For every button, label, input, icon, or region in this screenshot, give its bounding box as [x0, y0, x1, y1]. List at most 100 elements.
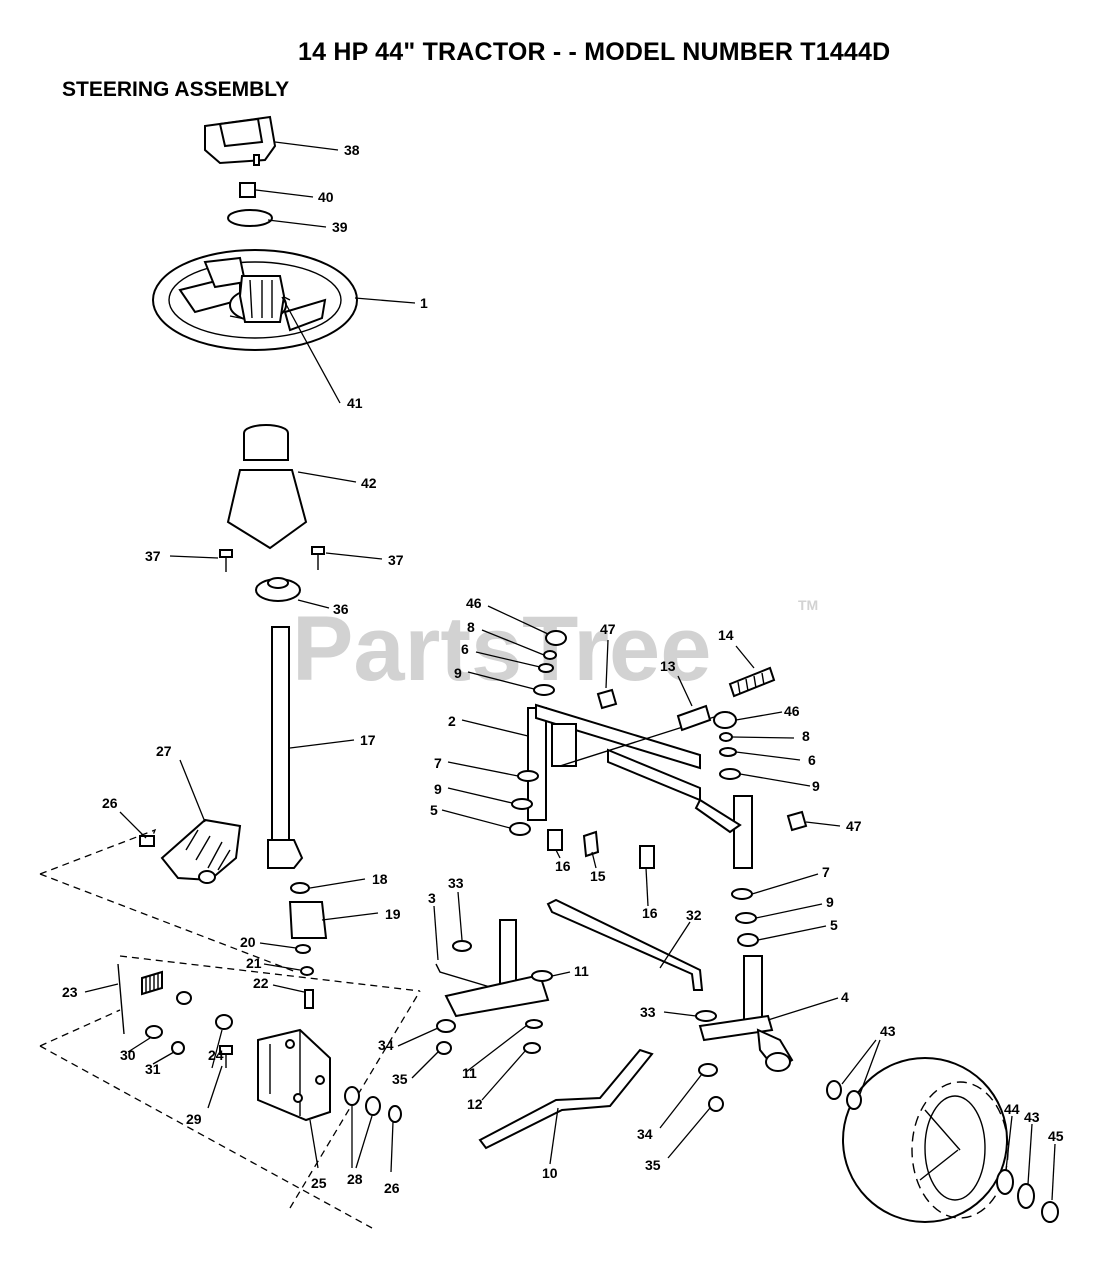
- bushing-5-left[interactable]: [509, 822, 531, 836]
- washer-9-left-top[interactable]: [533, 684, 555, 696]
- bushing-24[interactable]: [215, 1014, 233, 1030]
- nut-35-left[interactable]: [436, 1041, 452, 1055]
- steering-shaft-17[interactable]: [267, 626, 304, 869]
- column-cover-42[interactable]: [226, 424, 308, 550]
- flange-bushing-36[interactable]: [255, 577, 301, 602]
- tie-rod-13[interactable]: [559, 704, 731, 767]
- callout-label: 33: [448, 875, 464, 891]
- front-wheel[interactable]: [842, 1057, 1009, 1223]
- drag-link-32[interactable]: [546, 898, 704, 991]
- washer-43-a[interactable]: [826, 1080, 842, 1100]
- bolt-29[interactable]: [219, 1045, 233, 1068]
- callout-label: 33: [640, 1004, 656, 1020]
- washer-33-right[interactable]: [695, 1010, 717, 1022]
- callout-label: 32: [686, 907, 702, 923]
- callout-label: 8: [467, 619, 475, 635]
- horn-cap-38[interactable]: [204, 115, 277, 166]
- fitting-47-left[interactable]: [596, 688, 618, 710]
- callout-label: 47: [600, 621, 616, 637]
- callout-label: 16: [555, 858, 571, 874]
- washer-6-left[interactable]: [538, 663, 554, 673]
- callout-label: 29: [186, 1111, 202, 1127]
- washer-21[interactable]: [300, 966, 314, 976]
- washer-11-top[interactable]: [531, 970, 553, 982]
- callout-label: 35: [392, 1071, 408, 1087]
- pin-16-right[interactable]: [639, 845, 655, 869]
- washer-34-left[interactable]: [436, 1019, 456, 1033]
- bushing-5-right[interactable]: [737, 933, 759, 947]
- callout-label: 28: [347, 1171, 363, 1187]
- pivot-bracket-23[interactable]: [117, 963, 192, 1035]
- front-axle-2[interactable]: [527, 703, 753, 869]
- washer-7-left[interactable]: [517, 770, 539, 782]
- callout-label: 17: [360, 732, 376, 748]
- washer-44[interactable]: [996, 1169, 1014, 1195]
- nut-35-right[interactable]: [708, 1096, 724, 1112]
- washer-7-right[interactable]: [731, 888, 753, 900]
- callout-label: 38: [344, 142, 360, 158]
- cap-45[interactable]: [1041, 1201, 1059, 1223]
- washer-33-left[interactable]: [452, 940, 472, 952]
- nut-12[interactable]: [523, 1042, 541, 1054]
- clip-8-left[interactable]: [543, 650, 557, 660]
- washer-9-left-mid[interactable]: [511, 798, 533, 810]
- nut-40[interactable]: [239, 182, 256, 198]
- callout-label: 16: [642, 905, 658, 921]
- callout-label: 34: [378, 1037, 394, 1053]
- callout-labels: 38 40 39 1 41 42 37 37 36 17 27 26 18 19…: [62, 142, 1064, 1196]
- tie-rod-end-14[interactable]: [728, 666, 776, 698]
- washer-34-right[interactable]: [698, 1063, 718, 1077]
- cap-46-left[interactable]: [545, 630, 567, 646]
- callout-label: 9: [826, 894, 834, 910]
- washer-6-right[interactable]: [719, 747, 737, 757]
- callout-label: 23: [62, 984, 78, 1000]
- washer-39[interactable]: [227, 209, 273, 227]
- callout-label: 9: [434, 781, 442, 797]
- washer-28-a[interactable]: [344, 1086, 360, 1106]
- callout-label: 22: [253, 975, 269, 991]
- washer-43-c[interactable]: [1017, 1183, 1035, 1209]
- callout-label: 11: [574, 963, 589, 979]
- screw-37-right[interactable]: [311, 546, 325, 570]
- washer-30[interactable]: [145, 1025, 163, 1039]
- callout-label: 46: [466, 595, 482, 611]
- clip-8-right[interactable]: [719, 732, 733, 742]
- washer-9-right-top[interactable]: [719, 768, 741, 780]
- callout-label: 9: [812, 778, 820, 794]
- spindle-3[interactable]: [435, 919, 550, 1018]
- cap-46-right[interactable]: [713, 711, 737, 729]
- callout-label: 14: [718, 627, 734, 643]
- screw-37-left[interactable]: [219, 549, 233, 572]
- callout-label: 26: [102, 795, 118, 811]
- washer-43-b[interactable]: [846, 1090, 862, 1110]
- spindle-4[interactable]: [698, 955, 794, 1072]
- callout-label: 39: [332, 219, 348, 235]
- callout-label: 43: [880, 1023, 896, 1039]
- tie-rod-10[interactable]: [478, 1048, 654, 1150]
- washer-28-b[interactable]: [365, 1096, 381, 1116]
- washer-9-right-mid[interactable]: [735, 912, 757, 924]
- hub-adapter-41[interactable]: [238, 275, 286, 323]
- callout-label: 34: [637, 1126, 653, 1142]
- reference-lines: [39, 828, 421, 1229]
- nut-31[interactable]: [171, 1041, 185, 1055]
- sector-gear-27[interactable]: [160, 818, 242, 884]
- callout-label: 26: [384, 1180, 400, 1196]
- section-title: STEERING ASSEMBLY: [62, 78, 290, 101]
- bracket-15[interactable]: [582, 830, 600, 858]
- callout-label: 25: [311, 1175, 327, 1191]
- bolt-26-bottom[interactable]: [388, 1105, 402, 1123]
- callout-label: 19: [385, 906, 401, 922]
- callout-label: 41: [347, 395, 363, 411]
- washer-11-bottom[interactable]: [525, 1019, 543, 1029]
- washer-20[interactable]: [295, 944, 311, 954]
- pin-16-left[interactable]: [547, 829, 563, 851]
- bolt-26-top[interactable]: [139, 835, 155, 847]
- bolt-22[interactable]: [304, 989, 314, 1009]
- washer-18[interactable]: [290, 882, 310, 894]
- callout-label: 44: [1004, 1101, 1020, 1117]
- bracket-19[interactable]: [288, 901, 328, 939]
- support-plate-25[interactable]: [257, 1028, 331, 1122]
- callout-label: 47: [846, 818, 862, 834]
- fitting-47-right[interactable]: [786, 810, 808, 832]
